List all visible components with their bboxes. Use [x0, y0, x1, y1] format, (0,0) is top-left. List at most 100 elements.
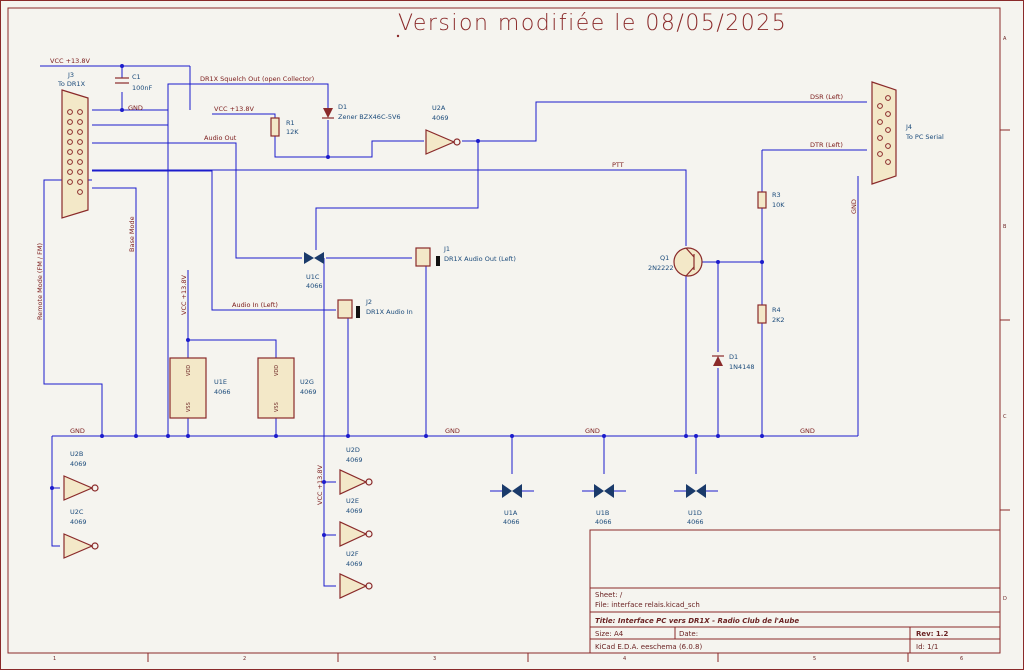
resistor-r3: R3 10K [757, 191, 785, 209]
u1d-value: 4066 [687, 518, 704, 526]
u1e-vdd: VDD [186, 365, 192, 376]
inverter-u2d: U2D 4069 [339, 446, 373, 495]
net-vcc-u2: VCC +13.8V [316, 464, 324, 505]
frame-row-a: A [1003, 36, 1007, 42]
net-ptt: PTT [612, 161, 624, 169]
tb-size: Size: A4 [595, 630, 624, 638]
tb-tool: KiCad E.D.A. eeschema (6.0.8) [595, 643, 702, 651]
u1c-ref: U1C [306, 273, 320, 281]
u2f-ref: U2F [346, 550, 359, 558]
u1a-value: 4066 [503, 518, 520, 526]
u2g-vdd: VDD [274, 365, 280, 376]
inverter-u2b: U2B 4069 [63, 450, 99, 501]
tb-file: File: interface relais.kicad_sch [595, 601, 700, 609]
u2e-ref: U2E [346, 497, 359, 505]
inverter-u2f: U2F 4069 [339, 550, 373, 599]
q1-value: 2N2222 [648, 264, 674, 272]
net-gnd-j4: GND [850, 199, 858, 214]
inverter-u2c: U2C 4069 [63, 508, 99, 559]
switch-u1d: U1D 4066 [674, 484, 718, 526]
net-gnd-bus1: GND [70, 427, 85, 435]
inverter-u2a: U2A 4069 [425, 104, 461, 155]
c1-value: 100nF [132, 84, 153, 92]
net-audio-in: Audio In (Left) [232, 301, 278, 309]
j2-value: DR1X Audio In [366, 308, 413, 316]
tb-date: Date: [679, 630, 698, 638]
tb-sheet: Sheet: / [595, 591, 623, 599]
transistor-q1: Q1 2N2222 [648, 247, 703, 277]
c1-ref: C1 [132, 73, 141, 81]
tb-title: Title: Interface PC vers DR1X - Radio Cl… [595, 617, 799, 625]
u1e-ref: U1E [214, 378, 227, 386]
j3-value: To DR1X [57, 80, 86, 88]
r1-ref: R1 [286, 119, 295, 127]
title-block: Sheet: / File: interface relais.kicad_sc… [589, 529, 1001, 654]
net-dtr: DTR (Left) [810, 141, 843, 149]
net-gnd-j3: GND [128, 104, 143, 112]
inverter-u2e: U2E 4069 [339, 497, 373, 547]
net-gnd-bus4: GND [800, 427, 815, 435]
u2a-value: 4069 [432, 114, 449, 122]
u2c-value: 4069 [70, 518, 87, 526]
switch-u1a: U1A 4066 [490, 484, 534, 526]
jack-j1: J1 DR1X Audio Out (Left) [415, 245, 516, 267]
u2c-ref: U2C [70, 508, 84, 516]
u2f-value: 4069 [346, 560, 363, 568]
u1b-value: 4066 [595, 518, 612, 526]
u2g-value: 4069 [300, 388, 317, 396]
u1a-ref: U1A [504, 509, 518, 517]
net-remote-mode: Remote Mode (FM / FM) [36, 243, 44, 320]
frame-row-d: D [1003, 596, 1007, 602]
u2d-value: 4069 [346, 456, 363, 464]
junctions [50, 64, 764, 537]
j1-ref: J1 [443, 245, 450, 253]
q1-ref: Q1 [660, 254, 669, 262]
net-gnd-bus3: GND [585, 427, 600, 435]
net-squelch: DR1X Squelch Out (open Collector) [200, 75, 314, 83]
u1d-ref: U1D [688, 509, 702, 517]
frame-col-1: 1 [53, 656, 56, 662]
tb-id: Id: 1/1 [916, 643, 938, 651]
net-vcc-r1: VCC +13.8V [214, 105, 255, 113]
wires [40, 65, 867, 587]
u1e-vss: VSS [186, 402, 192, 412]
version-title: Version modifiée le 08/05/2025 [398, 11, 787, 36]
power-unit-u2g: VDD VSS U2G 4069 [257, 357, 317, 419]
u1b-ref: U1B [596, 509, 609, 517]
u1e-value: 4066 [214, 388, 231, 396]
frame-col-2: 2 [243, 656, 246, 662]
j1-value: DR1X Audio Out (Left) [444, 255, 516, 263]
u2g-vss: VSS [274, 402, 280, 412]
zener-d1: D1 Zener BZX46C-5V6 [322, 103, 401, 121]
switch-u1c: U1C 4066 [304, 252, 324, 290]
net-dsr: DSR (Left) [810, 93, 843, 101]
net-gnd-bus2: GND [445, 427, 460, 435]
frame-row-b: B [1003, 224, 1007, 230]
title-dot [396, 34, 400, 38]
r4-ref: R4 [772, 306, 781, 314]
power-unit-u1e: VDD VSS U1E 4066 [169, 357, 231, 419]
connector-j4: J4 To PC Serial [871, 81, 944, 185]
r4-value: 2K2 [772, 316, 785, 324]
u2a-ref: U2A [432, 104, 446, 112]
diode-d1-1n4148: D1 1N4148 [712, 353, 755, 371]
j2-ref: J2 [365, 298, 372, 306]
r3-value: 10K [772, 201, 785, 209]
net-vcc-u1e: VCC +13.8V [180, 274, 188, 315]
u2e-value: 4069 [346, 507, 363, 515]
switch-u1b: U1B 4066 [582, 484, 626, 526]
net-base-mode: Base Mode [128, 216, 136, 252]
frame-col-3: 3 [433, 656, 436, 662]
r1-value: 12K [286, 128, 299, 136]
net-audio-out: Audio Out [204, 134, 237, 142]
j3-ref: J3 [67, 71, 74, 79]
connector-j3: J3 To DR1X [57, 71, 89, 219]
capacitor-c1: C1 100nF [115, 73, 153, 92]
tb-rev: Rev: 1.2 [916, 630, 948, 638]
u2d-ref: U2D [346, 446, 360, 454]
u2g-ref: U2G [300, 378, 314, 386]
u2b-value: 4069 [70, 460, 87, 468]
d2-ref: D1 [729, 353, 738, 361]
